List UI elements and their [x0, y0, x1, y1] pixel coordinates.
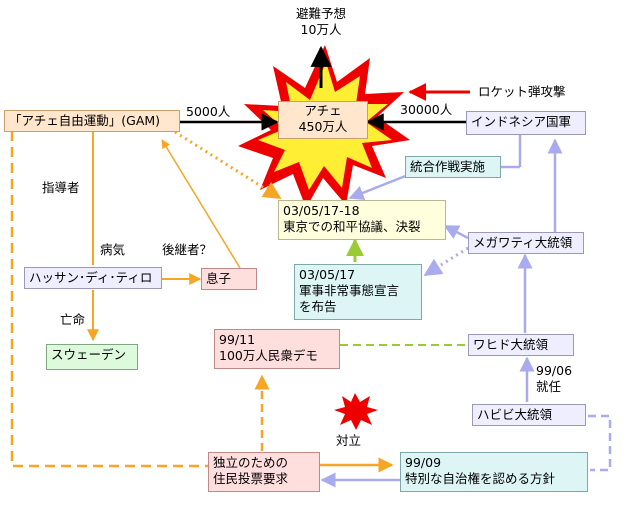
inauguration-date: 99/06: [536, 363, 573, 378]
gam-to-peace-arrow: [174, 130, 282, 200]
conflict-label: 対立: [336, 433, 362, 448]
martial-law-box: 03/05/17 軍事非常事態宣言 を布告: [294, 264, 422, 320]
successor-label: 後継者？: [162, 242, 213, 257]
hasan-box: ハッサン･ディ･ティロ: [24, 267, 162, 289]
referendum-box: 独立のための 住民投票要求: [208, 452, 320, 492]
aceh-population: 450万人: [298, 119, 348, 134]
autonomy-box: 99/09 特別な自治権を認める方針: [400, 452, 588, 492]
aceh-name: アチェ: [304, 103, 342, 118]
evacuation-label-line2: 10万人: [300, 22, 342, 37]
peace-talks-text: 東京での和平協議、決裂: [283, 219, 421, 234]
tni-box: インドネシア国軍: [466, 111, 586, 135]
son-to-gam-arrow: [161, 139, 241, 269]
rocket-attack-label: ロケット弾攻撃: [478, 84, 566, 99]
tni-troops-label: 30000人: [400, 102, 453, 117]
megawati-box: メガワティ大統領: [468, 232, 584, 254]
wahid-box: ワヒド大統領: [468, 334, 574, 356]
demo-text: 100万人民衆デモ: [219, 348, 318, 363]
illness-label: 病気: [100, 242, 126, 257]
sweden-box: スウェーデン: [46, 344, 138, 370]
inauguration-label: 99/06 就任: [536, 363, 572, 395]
leader-label: 指導者: [42, 180, 80, 195]
evacuation-label-line1: 避難予想: [295, 6, 346, 21]
peace-talks-box: 03/05/17-18 東京での和平協議、決裂: [278, 200, 446, 240]
joint-ops-box: 統合作戦実施: [405, 156, 501, 178]
megawati-to-martial-arrow: [423, 246, 469, 277]
habibie-box: ハビビ大統領: [472, 404, 586, 426]
habibie-to-autonomy-dashed: [588, 414, 612, 472]
referendum-line1: 独立のための: [213, 455, 289, 470]
conflict-burst: [334, 393, 378, 430]
joint-ops-to-peace-arrow: [348, 173, 409, 200]
gam-box: 「アチェ自由運動」(GAM): [4, 110, 180, 132]
gam-to-referendum-dashed: [10, 131, 208, 468]
demo-box: 99/11 100万人民衆デモ: [214, 329, 340, 369]
peace-talks-date: 03/05/17-18: [283, 203, 360, 218]
exile-label: 亡命: [60, 312, 86, 327]
autonomy-text: 特別な自治権を認める方針: [405, 471, 556, 486]
referendum-line2: 住民投票要求: [213, 471, 289, 486]
aceh-box: アチェ 450万人: [278, 101, 368, 139]
demo-date: 99/11: [219, 332, 256, 347]
megawati-to-peace-arrow: [443, 224, 469, 240]
inauguration-text: 就任: [536, 379, 562, 394]
martial-law-line2: を布告: [299, 299, 337, 314]
autonomy-date: 99/09: [405, 455, 442, 470]
gam-troops-label: 5000人: [186, 104, 231, 119]
martial-law-line1: 軍事非常事態宣言: [299, 283, 400, 298]
son-box: 息子: [201, 268, 257, 290]
evacuation-label: 避難予想 10万人: [288, 6, 354, 38]
martial-law-date: 03/05/17: [299, 267, 356, 282]
